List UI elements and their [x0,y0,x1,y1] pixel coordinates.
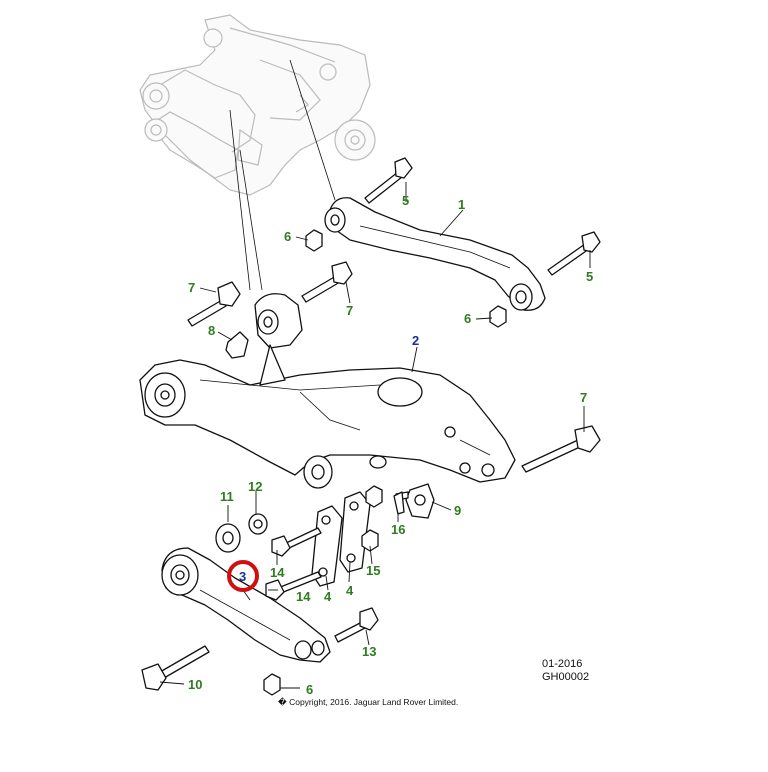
date-code: 01-2016 [542,658,583,670]
callout-14-upper[interactable]: 14 [270,565,285,580]
callout-7-middle[interactable]: 7 [346,303,354,318]
nut-6-lower[interactable] [263,673,281,696]
callout-11[interactable]: 11 [220,489,234,504]
washer-12[interactable] [248,513,268,535]
callout-7-right[interactable]: 7 [580,390,588,405]
callout-13[interactable]: 13 [362,644,377,659]
callout-12[interactable]: 12 [248,479,263,494]
link-plate-4-b[interactable] [339,491,371,573]
callout-3[interactable]: 3 [239,569,247,584]
bolt-7-middle[interactable] [301,261,353,303]
bolt-5-right[interactable] [547,231,601,276]
nut-15[interactable] [361,485,383,552]
bolt-14-upper[interactable] [271,527,322,557]
callout-1[interactable]: 1 [458,197,466,212]
clip-8[interactable] [225,331,249,359]
bolt-14-lower[interactable] [265,571,322,601]
bolt-7-left[interactable] [187,281,241,327]
callout-4-b[interactable]: 4 [346,583,354,598]
callout-9[interactable]: 9 [454,503,462,518]
callout-15[interactable]: 15 [366,563,381,578]
bolt-7-right[interactable] [521,425,601,473]
callout-6-upper-left[interactable]: 6 [284,229,292,244]
callout-4-a[interactable]: 4 [324,589,332,604]
callout-5-top[interactable]: 5 [402,193,410,208]
lower-control-arm[interactable] [161,547,331,663]
highlight-ring-part-3 [227,560,259,592]
upper-control-arm[interactable] [324,197,546,311]
stud-16[interactable] [393,491,405,515]
callout-6-upper-right[interactable]: 6 [464,311,472,326]
callout-16[interactable]: 16 [391,522,406,537]
rear-subframe[interactable] [139,293,516,489]
callout-8[interactable]: 8 [208,323,216,338]
callout-2[interactable]: 2 [412,333,420,348]
bolt-10[interactable] [141,645,210,691]
callout-10[interactable]: 10 [188,677,203,692]
callout-7-left[interactable]: 7 [188,280,196,295]
copyright-notice: � Copyright, 2016. Jaguar Land Rover Lim… [278,697,459,707]
bolt-5-top[interactable] [364,157,413,204]
bolt-13[interactable] [334,607,379,643]
callout-14-lower[interactable]: 14 [296,589,311,604]
bush-11[interactable] [215,523,241,553]
callout-5-right[interactable]: 5 [586,269,594,284]
drawing-id: GH00002 [542,671,590,683]
ghost-vehicle-assembly [139,14,376,196]
leader-lines [159,182,591,689]
nut-6-upper-left[interactable] [305,229,323,252]
nut-6-upper-right[interactable] [489,305,507,328]
callout-6-lower[interactable]: 6 [306,682,314,697]
